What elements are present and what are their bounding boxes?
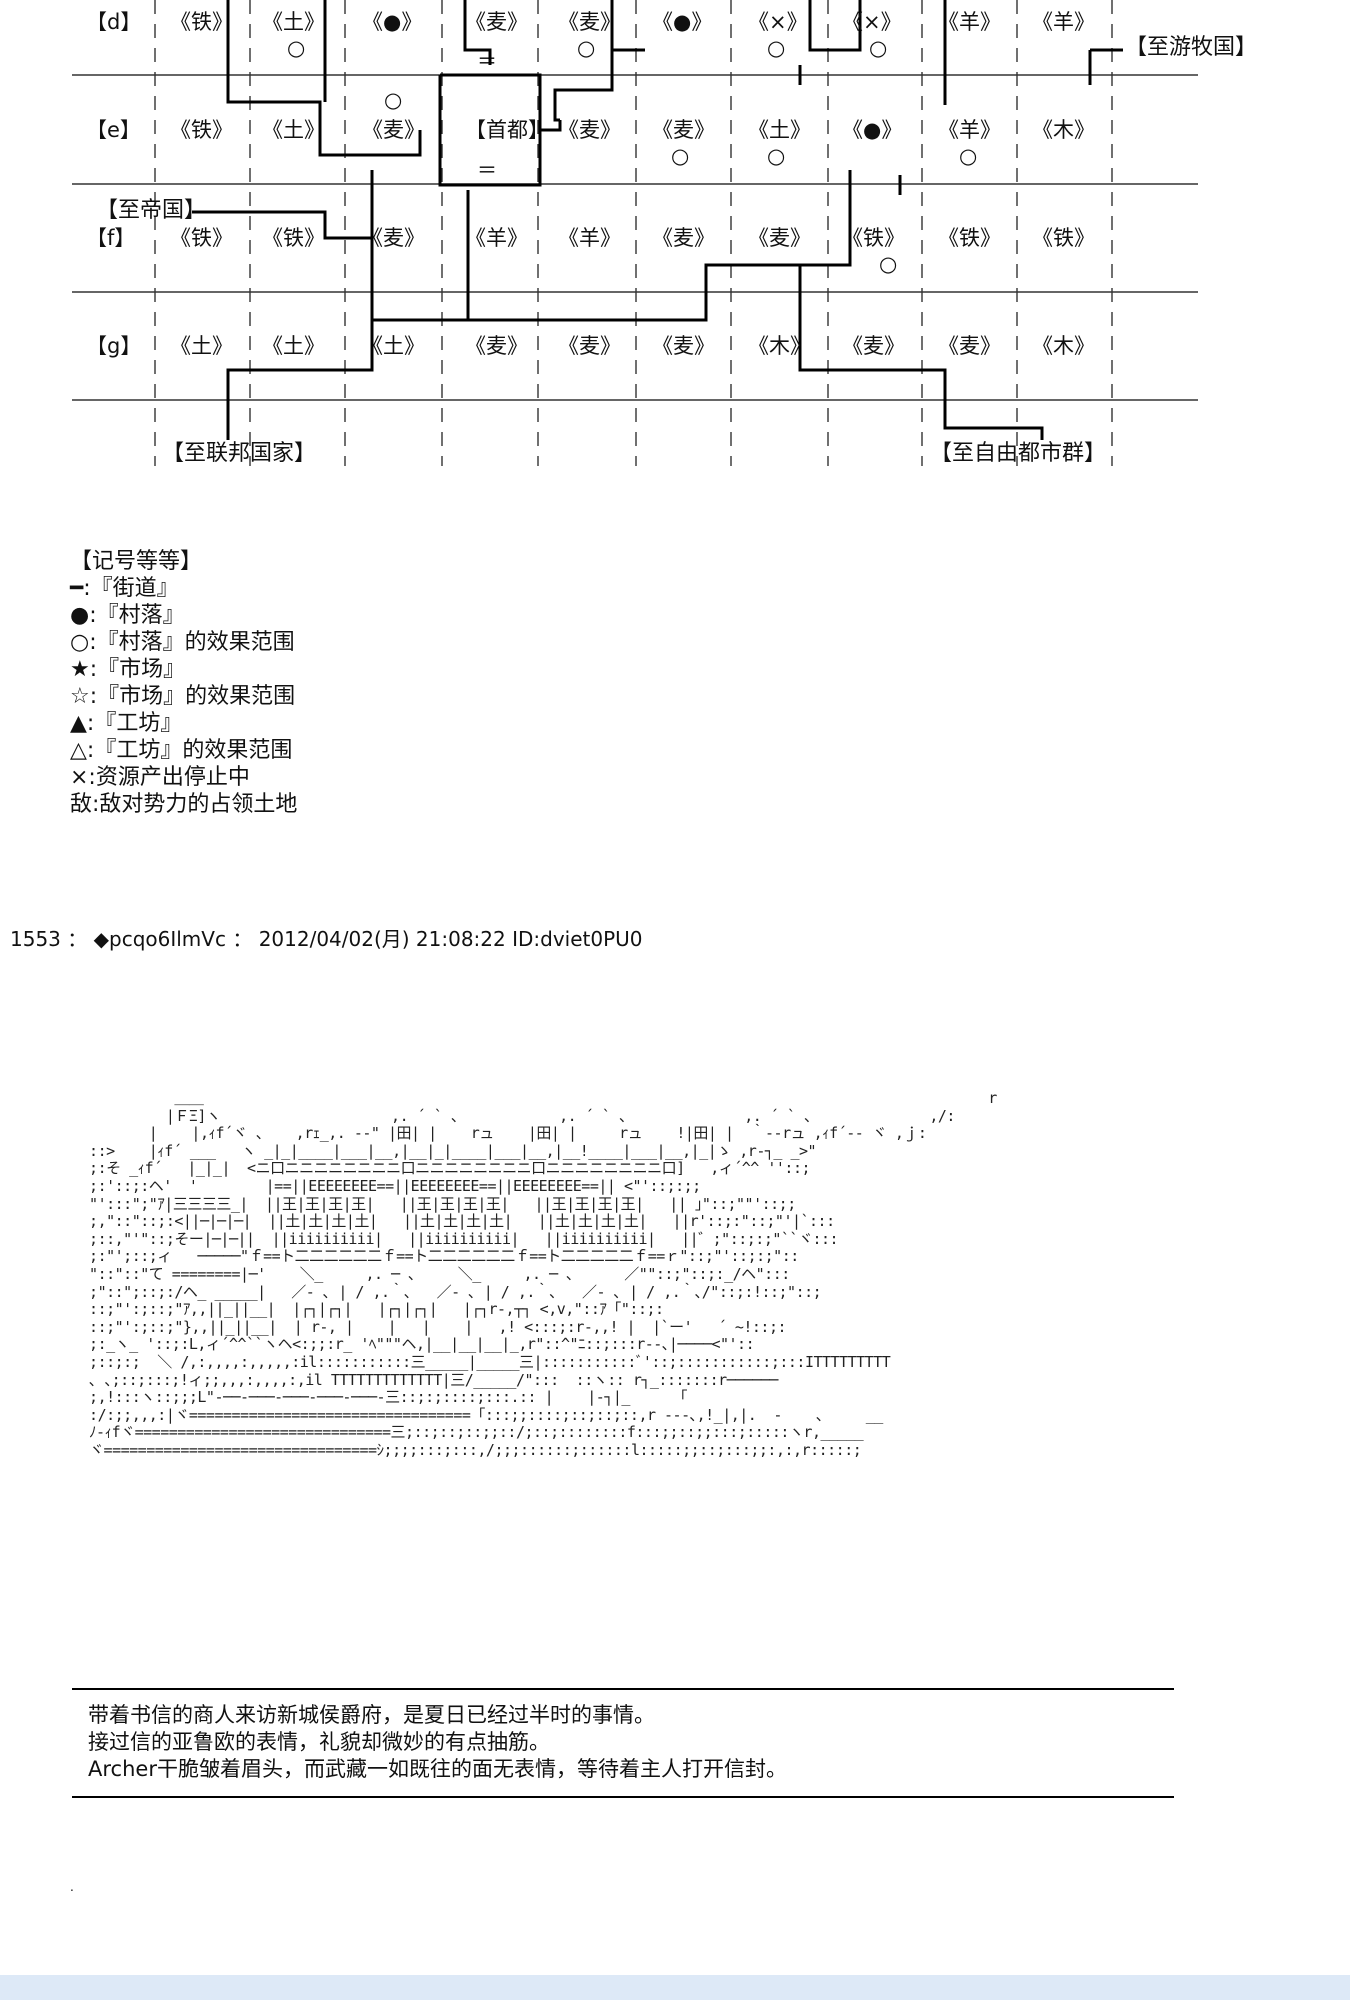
narration-line: 接过信的亚鲁欧的表情，礼貌却微妙的有点抽筋。 <box>88 1730 550 1754</box>
map-cell: 《羊》 <box>938 10 1001 34</box>
map-cell: 《麦》 <box>748 226 811 250</box>
destination-nomad: 【至游牧国】 <box>1125 35 1258 60</box>
map-row-label: 【f】 <box>86 226 136 250</box>
legend-item: ●:『村落』 <box>70 603 185 628</box>
capital-gate: ＝ <box>477 158 497 182</box>
map-cell: 《羊》 <box>938 118 1001 142</box>
map-cell: 《木》 <box>1032 118 1095 142</box>
map-cell: 《麦》 <box>652 118 715 142</box>
post-id: ID:dviet0PU0 <box>512 927 643 951</box>
map-cell: 《●》 <box>652 10 713 34</box>
map-cell: 《土》 <box>262 10 325 34</box>
road-segment <box>438 73 542 187</box>
map-cell: 《羊》 <box>465 226 528 250</box>
post-separator: ： <box>232 927 253 951</box>
map-cell: 《麦》 <box>558 334 621 358</box>
village-range-circle: ○ <box>869 36 888 60</box>
village-range-circle: ○ <box>879 252 898 276</box>
village-range-circle: ○ <box>577 36 596 60</box>
village-range-circle: ○ <box>767 36 786 60</box>
map-cell: 《●》 <box>362 10 423 34</box>
map-cell: 【首都】 <box>465 118 549 142</box>
map-row-label: 【g】 <box>86 334 142 358</box>
map-cell: 《羊》 <box>558 226 621 250</box>
village-range-circle: ○ <box>767 144 786 168</box>
map-cell: 《铁》 <box>170 10 233 34</box>
map-cell: 《铁》 <box>938 226 1001 250</box>
map-cell: 《麦》 <box>842 334 905 358</box>
legend-item: ▲:『工坊』 <box>70 711 183 736</box>
legend-title: 【记号等等】 <box>70 549 203 574</box>
road-segment <box>370 170 852 322</box>
village-range-circle: ○ <box>959 144 978 168</box>
trailing-mark: . <box>70 1880 74 1894</box>
map-cell: 《麦》 <box>558 10 621 34</box>
narration-line: 带着书信的商人来访新城侯爵府，是夏日已经过半时的事情。 <box>88 1703 655 1727</box>
destination-federation: 【至联邦国家】 <box>162 441 317 466</box>
map-cell: 《麦》 <box>465 10 528 34</box>
road-segment <box>808 0 862 52</box>
map-cell: 《木》 <box>748 334 811 358</box>
next-post-strip <box>0 1975 1350 2000</box>
map-cell: 《铁》 <box>170 118 233 142</box>
map-cell: 《麦》 <box>465 334 528 358</box>
map-cell: 《铁》 <box>1032 226 1095 250</box>
map-cell: 《土》 <box>170 334 233 358</box>
village-range-circle: ○ <box>287 36 306 60</box>
map-cell: 《土》 <box>748 118 811 142</box>
map-cell: 《铁》 <box>262 226 325 250</box>
legend-item: ━:『街道』 <box>70 576 179 601</box>
narration-line: Archer干脆皱着眉头，而武藏一如既往的面无表情，等待着主人打开信封。 <box>88 1757 787 1781</box>
capital-gate: ＝ <box>477 49 497 73</box>
legend: 【记号等等】 ━:『街道』 ●:『村落』 ○:『村落』的效果范围 ★:『市场』 … <box>70 548 297 818</box>
road-segment <box>553 0 614 122</box>
road-segment <box>463 0 492 65</box>
map-cell: 《麦》 <box>362 118 425 142</box>
map-cell: 《麦》 <box>558 118 621 142</box>
post-separator: ： <box>67 927 88 951</box>
map-cell: 《土》 <box>262 118 325 142</box>
map-cell: 《羊》 <box>1032 10 1095 34</box>
map-cell: 《麦》 <box>362 226 425 250</box>
post-number[interactable]: 1553 <box>10 927 61 951</box>
destination-empire: 【至帝国】 <box>96 198 207 223</box>
village-range-circle: ○ <box>671 144 690 168</box>
post-date: 2012/04/02(月) 21:08:22 <box>258 927 506 951</box>
road-segment <box>540 120 562 132</box>
map-cell: 《铁》 <box>842 226 905 250</box>
map-cell: 《土》 <box>362 334 425 358</box>
village-range-circle: ○ <box>384 88 403 112</box>
ascii-art-mansion: ＿＿ r |ＦΞ]ヽ ,. ´ ` 、 ,. ´ ` 、 ,. ´ ` 、 ,/… <box>89 1089 997 1459</box>
legend-item: ×:资源产出停止中 <box>70 765 250 790</box>
map-row-label: 【e】 <box>86 118 141 142</box>
legend-item: ★:『市场』 <box>70 657 186 682</box>
map-grid: ＝＝ <box>72 0 1198 466</box>
map-cell: 《麦》 <box>652 334 715 358</box>
post-header: 1553 ： ◆pcqo6IlmVc ： 2012/04/02(月) 21:08… <box>10 923 643 952</box>
map-cell: 《铁》 <box>170 226 233 250</box>
map-cell: 《麦》 <box>938 334 1001 358</box>
post-author: ◆pcqo6IlmVc <box>93 927 226 951</box>
legend-item: ○:『村落』的效果范围 <box>70 630 295 655</box>
map-cell: 《木》 <box>1032 334 1095 358</box>
map-cell: 《×》 <box>842 10 902 34</box>
legend-item: 敌:敌对势力的占领土地 <box>70 792 298 817</box>
destination-free-cities: 【至自由都市群】 <box>930 441 1107 466</box>
legend-item: △:『工坊』的效果范围 <box>70 738 293 763</box>
map-cell: 《×》 <box>748 10 808 34</box>
map-cell: 《麦》 <box>652 226 715 250</box>
map-row-label: 【d】 <box>86 10 142 34</box>
narration-box: 带着书信的商人来访新城侯爵府，是夏日已经过半时的事情。 接过信的亚鲁欧的表情，礼… <box>72 1688 1174 1798</box>
map-cell: 《●》 <box>842 118 903 142</box>
road-segment <box>798 265 1044 440</box>
road-segment <box>226 0 422 157</box>
legend-item: ☆:『市场』的效果范围 <box>70 684 296 709</box>
road-segment <box>192 210 372 240</box>
map-cell: 《土》 <box>262 334 325 358</box>
